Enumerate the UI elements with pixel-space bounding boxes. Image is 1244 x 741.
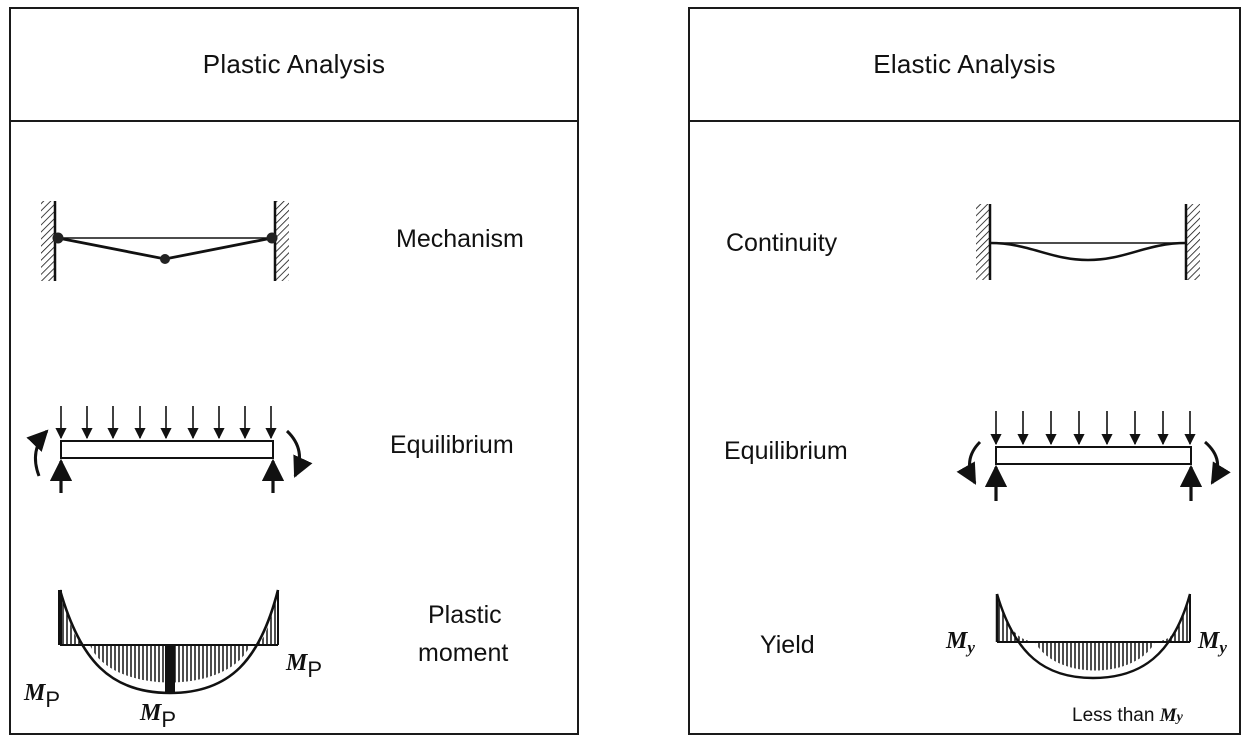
continuity-figure xyxy=(976,204,1200,280)
elastic-panel-header: Elastic Analysis xyxy=(690,9,1239,122)
left-end-moment xyxy=(26,429,49,477)
my-label-left: My xyxy=(946,628,975,657)
elastic-right-end-moment xyxy=(1203,440,1231,485)
mp-label-right: MP xyxy=(286,650,323,682)
mechanism-figure xyxy=(41,201,289,281)
moment-curve-fill xyxy=(60,590,278,683)
plastic-beam xyxy=(60,440,274,459)
plastic-moment-label-line1: Plastic xyxy=(428,601,502,629)
plastic-moment-label-line2: moment xyxy=(418,639,509,667)
plastic-analysis-panel: Plastic Analysis xyxy=(9,7,579,735)
elastic-beam xyxy=(995,446,1192,465)
uniform-load-arrows xyxy=(55,406,277,440)
plastic-moment-diagram xyxy=(58,589,280,695)
plastic-hinge-right xyxy=(266,232,278,244)
elastic-analysis-panel: Elastic Analysis xyxy=(688,7,1241,735)
mp-label-left: MP xyxy=(24,680,61,712)
elastic-left-end-moment xyxy=(956,440,982,485)
plastic-panel-title: Plastic Analysis xyxy=(202,49,386,79)
elastic-support-reactions xyxy=(984,464,1203,501)
less-than-my-note: Less than My xyxy=(1072,705,1183,726)
elastic-uniform-load-arrows xyxy=(990,411,1196,446)
elastic-deflected-shape xyxy=(989,241,1187,262)
elastic-moment-fill xyxy=(997,594,1190,671)
left-fixed-support-elastic xyxy=(976,204,990,280)
yield-label: Yield xyxy=(760,631,815,659)
elastic-moment-curve xyxy=(995,593,1192,680)
plastic-hinge-mid xyxy=(160,254,170,264)
midspan-plastic-hinge-band xyxy=(165,645,175,693)
plastic-equilibrium-label: Equilibrium xyxy=(390,431,514,459)
elastic-moment-diagram xyxy=(995,593,1192,680)
right-end-moment xyxy=(285,429,313,478)
right-fixed-support-elastic xyxy=(1186,204,1200,280)
plastic-hinge-left xyxy=(52,232,64,244)
elastic-equilibrium-label: Equilibrium xyxy=(724,437,848,465)
plastic-panel-header: Plastic Analysis xyxy=(11,9,577,122)
mp-label-mid: MP xyxy=(140,700,177,732)
support-reactions xyxy=(49,458,285,493)
plastic-equilibrium-figure xyxy=(26,406,313,493)
mechanism-label: Mechanism xyxy=(396,225,524,253)
elastic-panel-title: Elastic Analysis xyxy=(873,49,1056,79)
my-label-right: My xyxy=(1198,628,1227,657)
elastic-equilibrium-figure xyxy=(956,411,1231,501)
continuity-label: Continuity xyxy=(726,229,838,257)
right-fixed-support xyxy=(275,201,289,281)
left-fixed-support xyxy=(41,201,55,281)
